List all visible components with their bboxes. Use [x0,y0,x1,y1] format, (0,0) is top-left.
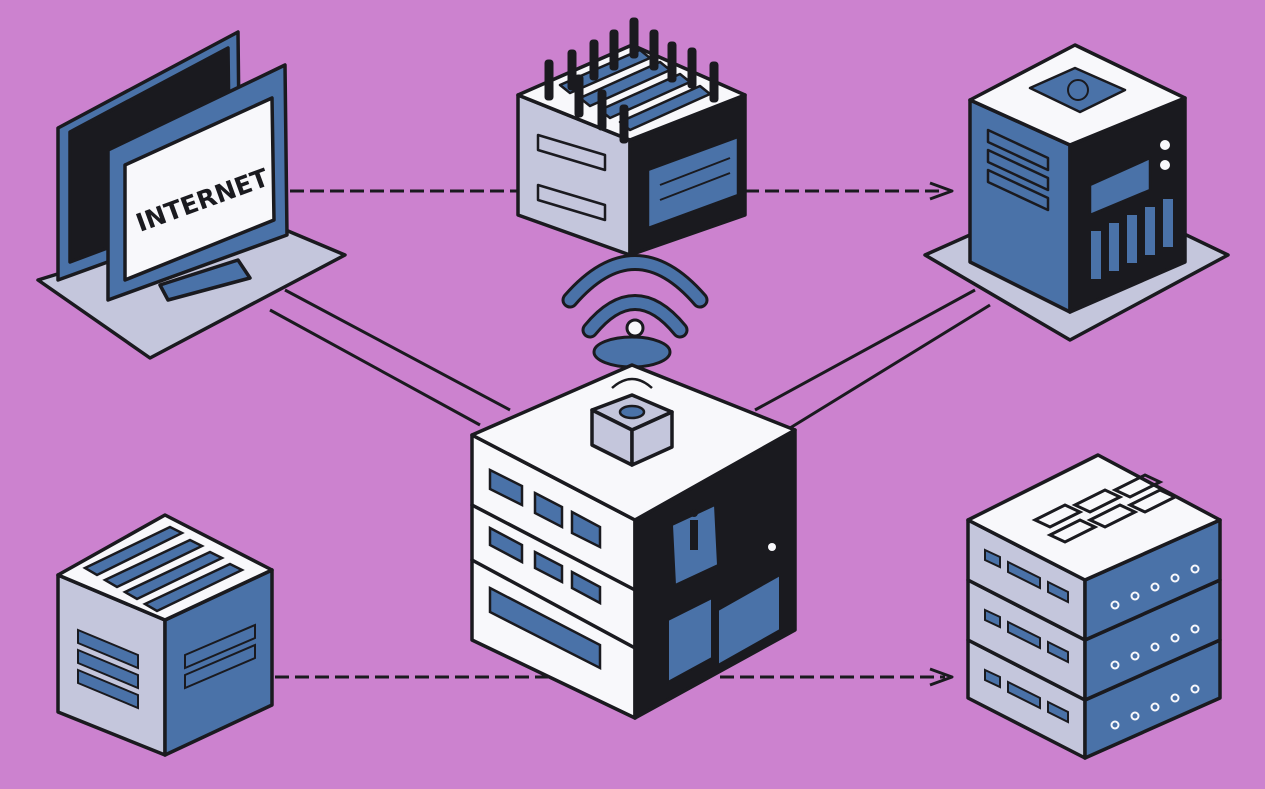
tower-server [923,43,1230,342]
arrowhead-to-rack [929,667,954,687]
storage-top-slots [82,525,245,613]
internet-monitor: INTERNET [36,30,347,360]
lock-icon [590,377,674,467]
storage-cube [56,513,274,757]
rack-stack [966,453,1222,760]
wifi-icon [561,254,709,369]
rack-display-icon [1031,473,1179,544]
heatsink-pins [544,17,719,144]
connector-tower-to-hub-a [754,288,976,412]
central-hub [470,363,797,720]
connector-tower-to-hub-b [789,303,991,430]
gpu-device [516,17,747,257]
connector-monitor-to-hub-b [269,308,481,427]
arrowhead-to-tower [929,181,954,201]
hub-emblem-icon [667,503,781,684]
connector-monitor-to-hub-a [284,288,511,412]
connection-lines [269,181,991,687]
tower-logo-icon [1067,79,1089,101]
